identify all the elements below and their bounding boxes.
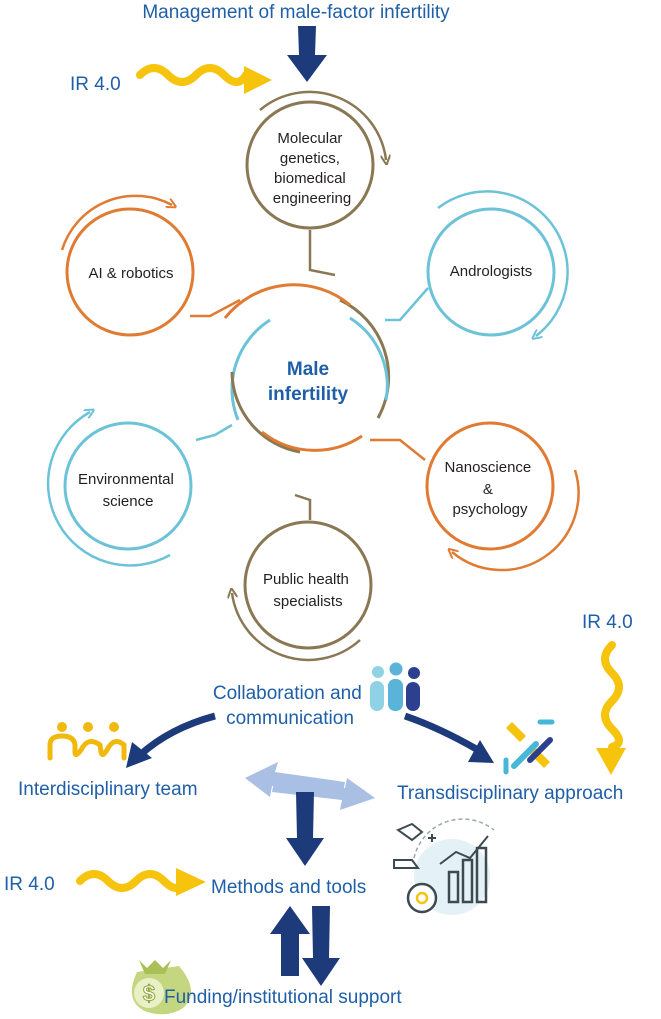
- center-ring-orange-b: [261, 430, 363, 452]
- label-nanoscience: Nanoscience & psychology: [445, 459, 536, 518]
- light-arrow-right: [272, 778, 375, 810]
- label-andrologists: Andrologists: [450, 263, 533, 280]
- ir40-top-label: IR 4.0: [70, 74, 121, 95]
- ir40-top-arrowhead: [244, 66, 272, 94]
- interdisciplinary-label: Interdisciplinary team: [18, 779, 198, 800]
- ring-molecular-inner: [245, 100, 375, 230]
- puzzle-link-icon: [503, 719, 555, 775]
- ring-molecular-outer: [259, 90, 386, 160]
- ir40-right-label: IR 4.0: [582, 612, 633, 633]
- ir40-right-wave: [601, 641, 623, 751]
- wire-andro: [385, 287, 429, 322]
- funding-label: Funding/institutional support: [164, 987, 402, 1008]
- wire-public-health: [294, 493, 312, 520]
- label-ai: AI & robotics: [88, 265, 173, 282]
- team-icon: [47, 722, 127, 761]
- down-arrow-funding: [302, 906, 340, 986]
- money-bag-icon: $: [131, 960, 192, 1015]
- arrow-to-transdisciplinary: [403, 712, 480, 754]
- ring-env-outer: [46, 412, 171, 567]
- ring-nano-inner: [425, 421, 555, 551]
- ir40-methods-arrowhead: [176, 868, 206, 896]
- ir40-top-wave: [136, 64, 250, 86]
- collaboration-label: Collaboration and communication: [213, 683, 367, 729]
- transdisciplinary-label: Transdisciplinary approach: [397, 783, 623, 804]
- center-ring-brown: [339, 298, 391, 419]
- people-icon: [370, 662, 420, 711]
- ir40-right-arrowhead: [596, 748, 626, 775]
- down-arrow-methods: [286, 792, 324, 866]
- wire-nano: [370, 438, 426, 461]
- center-ring-orange: [223, 283, 351, 319]
- arrow-to-interdisciplinary: [137, 712, 216, 758]
- ring-public-outer: [232, 593, 361, 662]
- ring-andro-outer: [437, 190, 569, 336]
- svg-text:$: $: [143, 981, 155, 1006]
- wire-molecular: [308, 230, 336, 277]
- arrow-to-transdisciplinary-head: [468, 740, 494, 763]
- methods-label: Methods and tools: [211, 877, 366, 898]
- label-public-health: Public health specialists: [263, 571, 353, 610]
- analytics-icon: [393, 818, 495, 915]
- diagram-title: Management of male-factor infertility: [142, 2, 450, 23]
- ring-nano-outer: [452, 469, 580, 572]
- wire-env: [195, 423, 233, 442]
- up-arrow-funding: [270, 906, 310, 976]
- center-ring-brown-b: [230, 371, 301, 454]
- arrow-to-interdisciplinary-head: [126, 742, 152, 768]
- ring-public-inner: [243, 520, 373, 650]
- center-ring-cyan-b: [230, 318, 271, 421]
- center-label-line1: Male: [287, 359, 329, 380]
- center-label-line2: infertility: [268, 384, 349, 405]
- ir40-methods-label: IR 4.0: [4, 874, 55, 895]
- ir40-methods-wave: [76, 870, 188, 892]
- label-environmental: Environmental science: [78, 471, 178, 510]
- wire-ai: [190, 298, 241, 318]
- ring-ai-outer: [60, 194, 172, 251]
- top-down-arrow: [287, 26, 327, 82]
- ring-andro-inner: [426, 207, 556, 337]
- ring-env-inner: [63, 421, 193, 551]
- ring-ai-inner: [65, 207, 195, 337]
- label-molecular: Molecular genetics, biomedical engineeri…: [273, 130, 351, 207]
- center-ring-cyan-a: [349, 316, 389, 401]
